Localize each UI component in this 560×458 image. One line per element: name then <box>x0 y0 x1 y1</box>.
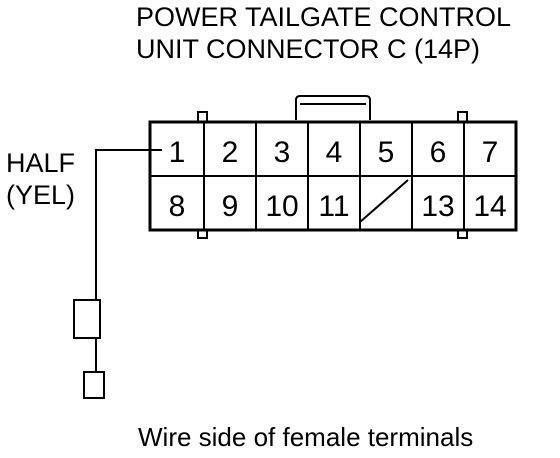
pin-number-11: 11 <box>318 190 349 223</box>
diagram-title-line-2: UNIT CONNECTOR C (14P) <box>136 34 481 64</box>
wire-terminal-small <box>83 371 105 399</box>
wire-lead-line <box>95 149 162 300</box>
pin-number-1: 1 <box>169 136 186 169</box>
wire-terminal-large <box>73 299 101 339</box>
diagram-title-line-1: POWER TAILGATE CONTROL <box>136 2 512 32</box>
diagram-caption: Wire side of female terminals <box>138 422 474 452</box>
wire-name-label: HALF <box>6 148 76 178</box>
cavity-dividers <box>203 122 465 230</box>
pin-labels: 1 2 3 4 5 6 7 8 9 10 11 13 14 <box>169 136 507 223</box>
pin-number-13: 13 <box>421 190 454 223</box>
pin-number-2: 2 <box>222 136 239 169</box>
pin-number-10: 10 <box>265 190 298 223</box>
wire-color-label: (YEL) <box>6 180 76 210</box>
pin-number-7: 7 <box>482 136 499 169</box>
pin-number-4: 4 <box>326 136 343 169</box>
pin-number-14: 14 <box>473 190 506 223</box>
pin-number-6: 6 <box>430 136 447 169</box>
pin-number-9: 9 <box>222 190 239 223</box>
pin-number-8: 8 <box>169 190 186 223</box>
pin-number-3: 3 <box>274 136 291 169</box>
empty-cavity-slash <box>359 179 409 223</box>
pin-number-5: 5 <box>378 136 395 169</box>
connector-lock-tab <box>295 95 371 120</box>
